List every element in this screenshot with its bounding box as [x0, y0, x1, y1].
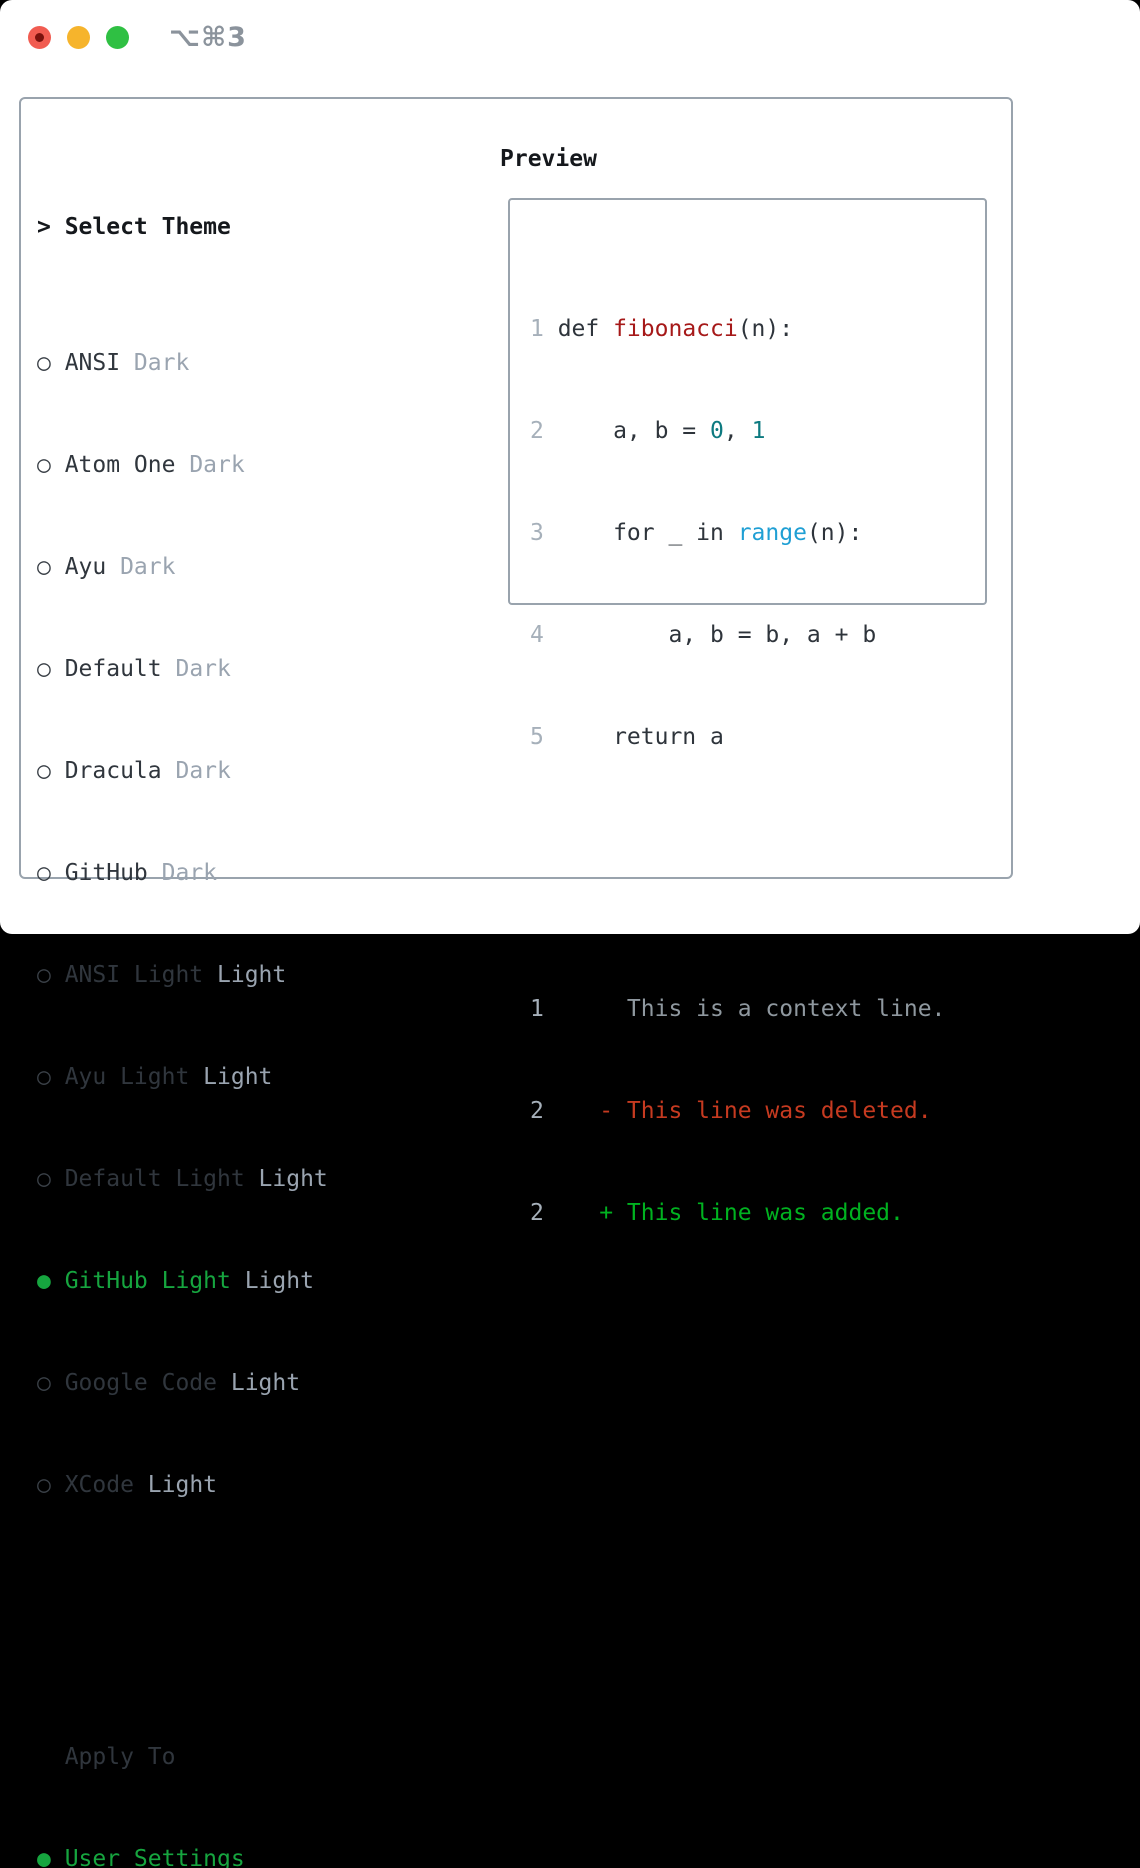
- blank-line: [530, 856, 985, 890]
- line-number: 2: [530, 1200, 544, 1226]
- code-line: 3 for _ in range(n):: [530, 516, 985, 550]
- theme-option-dracula-dark[interactable]: ○ Dracula Dark: [37, 754, 467, 788]
- theme-variant-tag: Dark: [189, 452, 245, 478]
- line-number: 2: [530, 1098, 544, 1124]
- radio-selected-icon: ●: [37, 1268, 51, 1294]
- radio-unselected-icon: ○: [37, 350, 51, 376]
- theme-name: GitHub: [64, 860, 148, 886]
- code-text: a, b =: [557, 418, 711, 444]
- line-number: 1: [530, 316, 544, 342]
- theme-option-atom-one-dark[interactable]: ○ Atom One Dark: [37, 448, 467, 482]
- code-text: for _ in: [557, 520, 738, 546]
- theme-name: Atom One: [64, 452, 176, 478]
- zoom-button[interactable]: [106, 25, 129, 49]
- line-number: 2: [530, 418, 544, 444]
- theme-list-header: > Select Theme: [37, 210, 467, 244]
- theme-name: Ayu: [64, 554, 107, 580]
- theme-variant-tag: Dark: [175, 758, 231, 784]
- diff-context-line: 1 This is a context line.: [530, 992, 985, 1026]
- line-number: 1: [530, 996, 544, 1022]
- theme-option-ansi-dark[interactable]: ○ ANSI Dark: [37, 346, 467, 380]
- settings-panel: [19, 97, 1013, 879]
- apply-option-user-settings[interactable]: ● User Settings: [37, 1842, 467, 1868]
- theme-name: Google Code: [64, 1370, 218, 1396]
- theme-name: ANSI: [64, 350, 121, 376]
- theme-option-ayu-light[interactable]: ○ Ayu Light Light: [37, 1060, 467, 1094]
- theme-option-google-code-light[interactable]: ○ Google Code Light: [37, 1366, 467, 1400]
- theme-variant-tag: Dark: [133, 350, 190, 376]
- titlebar: ⌥⌘3: [28, 22, 247, 53]
- theme-variant-tag: Dark: [175, 656, 231, 682]
- radio-unselected-icon: ○: [37, 452, 51, 478]
- code-text: (n):: [737, 316, 794, 342]
- diff-added-text: + This line was added.: [557, 1200, 904, 1226]
- diff-context-text: This is a context line.: [557, 996, 946, 1022]
- apply-to-title: Apply To: [64, 1744, 176, 1770]
- theme-option-default-light[interactable]: ○ Default Light Light: [37, 1162, 467, 1196]
- theme-option-default-dark[interactable]: ○ Default Dark: [37, 652, 467, 686]
- spacer: [37, 1604, 467, 1638]
- focus-cursor-icon: >: [37, 214, 51, 240]
- diff-added-line: 2 + This line was added.: [530, 1196, 985, 1230]
- theme-name: XCode: [64, 1472, 134, 1498]
- radio-unselected-icon: ○: [37, 860, 51, 886]
- number-token: 0: [710, 418, 724, 444]
- theme-name: Default Light: [64, 1166, 245, 1192]
- theme-option-ayu-dark[interactable]: ○ Ayu Dark: [37, 550, 467, 584]
- code-line: 1 def fibonacci(n):: [530, 312, 985, 346]
- apply-to-header: Apply To: [37, 1740, 467, 1774]
- code-text: (n):: [806, 520, 863, 546]
- theme-name: Ayu Light: [64, 1064, 190, 1090]
- builtin-call-token: range: [737, 520, 807, 546]
- radio-unselected-icon: ○: [37, 554, 51, 580]
- theme-variant-tag: Light: [258, 1166, 328, 1192]
- window-title-shortcut: ⌥⌘3: [169, 21, 247, 53]
- theme-variant-tag: Light: [244, 1268, 314, 1294]
- theme-name: ANSI Light: [64, 962, 204, 988]
- theme-variant-tag: Dark: [161, 860, 218, 886]
- theme-option-github-light-selected[interactable]: ● GitHub Light Light: [37, 1264, 467, 1298]
- line-number: 3: [530, 520, 544, 546]
- radio-unselected-icon: ○: [37, 1166, 51, 1192]
- preview-title: Preview: [500, 146, 597, 172]
- theme-variant-tag: Light: [217, 962, 287, 988]
- radio-unselected-icon: ○: [37, 656, 51, 682]
- line-number: 5: [530, 724, 544, 750]
- theme-option-xcode-light[interactable]: ○ XCode Light: [37, 1468, 467, 1502]
- theme-variant-tag: Dark: [120, 554, 176, 580]
- apply-option-label: User Settings: [64, 1846, 245, 1868]
- code-line: 4 a, b = b, a + b: [530, 618, 985, 652]
- code-text: a, b = b, a + b: [557, 622, 877, 648]
- theme-option-ansi-light[interactable]: ○ ANSI Light Light: [37, 958, 467, 992]
- radio-unselected-icon: ○: [37, 962, 51, 988]
- diff-deleted-line: 2 - This line was deleted.: [530, 1094, 985, 1128]
- theme-name: GitHub Light: [64, 1268, 231, 1294]
- number-token: 1: [751, 418, 766, 444]
- close-button[interactable]: [28, 25, 51, 49]
- theme-name: Dracula: [64, 758, 162, 784]
- diff-deleted-text: - This line was deleted.: [557, 1098, 932, 1124]
- theme-name: Default: [64, 656, 162, 682]
- theme-list-title: Select Theme: [64, 214, 231, 240]
- theme-variant-tag: Light: [203, 1064, 273, 1090]
- radio-unselected-icon: ○: [37, 1472, 51, 1498]
- close-dot-icon: [35, 32, 44, 42]
- theme-variant-tag: Light: [147, 1472, 218, 1498]
- minimize-button[interactable]: [67, 25, 90, 49]
- function-name-token: fibonacci: [613, 316, 738, 342]
- line-number: 4: [530, 622, 544, 648]
- code-text: return a: [557, 724, 724, 750]
- code-text: def: [557, 316, 614, 342]
- radio-selected-icon: ●: [37, 1846, 51, 1868]
- theme-option-github-dark[interactable]: ○ GitHub Dark: [37, 856, 467, 890]
- code-line: 2 a, b = 0, 1: [530, 414, 985, 448]
- code-line: 5 return a: [530, 720, 985, 754]
- radio-unselected-icon: ○: [37, 1064, 51, 1090]
- radio-unselected-icon: ○: [37, 1370, 51, 1396]
- theme-variant-tag: Light: [230, 1370, 301, 1396]
- code-text: ,: [723, 418, 752, 444]
- radio-unselected-icon: ○: [37, 758, 51, 784]
